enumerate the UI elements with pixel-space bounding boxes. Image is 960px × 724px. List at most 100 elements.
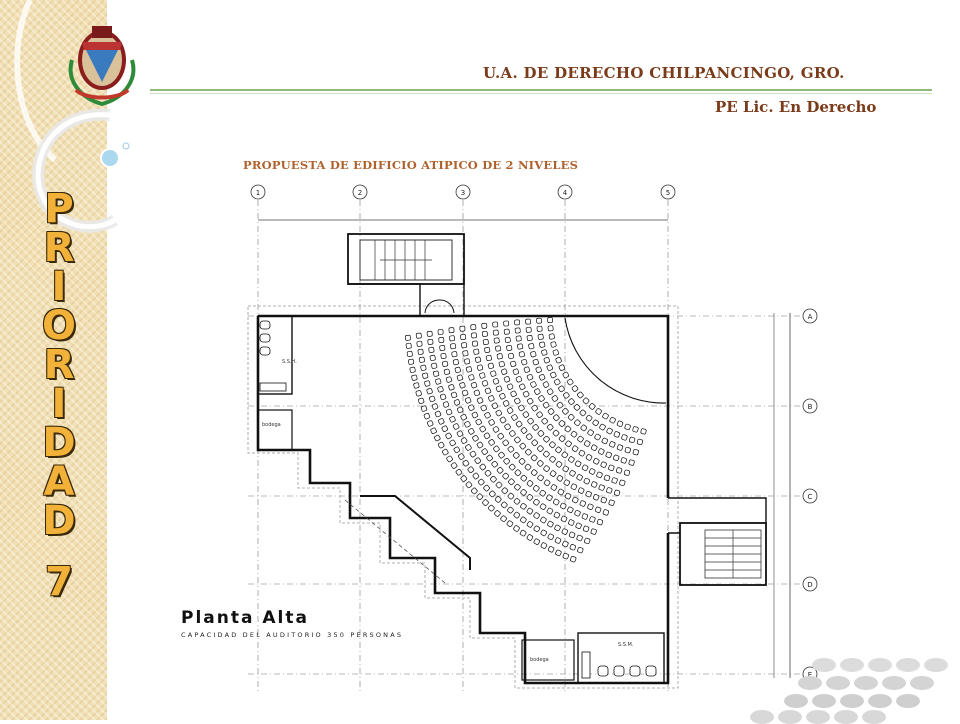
auditorium-seat [558,364,566,371]
auditorium-seat [514,327,521,334]
auditorium-seat [536,411,543,418]
auditorium-seat [564,492,572,500]
auditorium-seat [427,338,434,345]
auditorium-seat [481,448,488,455]
auditorium-seat [570,556,577,563]
auditorium-seat [530,454,538,462]
auditorium-seat [420,364,427,371]
banner-letter: A [43,459,75,505]
auditorium-seat [538,395,545,402]
auditorium-seat [428,346,435,353]
auditorium-seat [552,498,560,506]
auditorium-seat [543,479,551,487]
auditorium-seat [499,416,507,424]
auditorium-seat [566,378,574,386]
auditorium-seat [537,445,544,452]
grid-column-label: 4 [563,189,568,197]
auditorium-seat [567,506,574,513]
auditorium-seat [474,457,482,464]
auditorium-seat [603,474,611,482]
auditorium-seat [609,441,616,448]
grid-row-label: C [808,493,813,501]
auditorium-seat [554,524,561,532]
auditorium-seat [558,435,566,442]
room-label: bodega [262,422,281,428]
auditorium-seat [581,513,589,520]
auditorium-seat [568,531,576,539]
auditorium-seat [518,404,525,412]
auditorium-seat [502,400,510,407]
auditorium-seat [620,457,627,464]
auditorium-seat [628,459,635,466]
auditorium-seat [547,317,553,323]
auditorium-seat [474,356,482,363]
auditorium-seat [519,383,526,390]
auditorium-seat [537,430,545,437]
auditorium-seat [483,484,490,492]
auditorium-seat [594,433,601,441]
auditorium-seat [511,414,518,421]
auditorium-seat [589,516,596,523]
auditorium-seat [562,465,569,473]
auditorium-seat [581,464,589,472]
auditorium-seat [596,518,604,526]
auditorium-seat [560,515,568,523]
auditorium-seat [507,445,515,453]
auditorium-seat [510,360,517,368]
auditorium-seat [525,448,532,456]
auditorium-seat [481,322,488,329]
auditorium-seat [556,401,564,409]
auditorium-seat [515,420,523,428]
auditorium-seat [450,462,458,469]
auditorium-seat [541,417,548,425]
auditorium-seat [593,458,600,465]
auditorium-seat [526,521,534,528]
auditorium-seat [576,474,583,481]
auditorium-seat [531,439,538,447]
auditorium-seat [534,388,541,395]
auditorium-seat [537,474,544,482]
auditorium-seat [547,325,554,332]
priority-banner: P R I O R I D A D 7 [34,189,84,605]
page-title: U.A. DE DERECHO CHILPANCINGO, GRO. [483,64,845,82]
auditorium-seat [464,397,472,404]
auditorium-seat [538,374,546,381]
auditorium-seat [522,390,530,398]
auditorium-seat [492,329,499,336]
auditorium-seat [592,419,599,427]
auditorium-seat [554,537,562,544]
decorative-dot [834,710,858,724]
auditorium-seat [483,432,491,440]
auditorium-seat [619,479,626,486]
auditorium-seat [550,484,558,491]
decorative-dot [812,658,836,672]
auditorium-seat [452,423,460,430]
auditorium-seat [450,391,458,399]
auditorium-seat [426,388,433,395]
auditorium-seat [570,483,578,491]
auditorium-seat [415,332,422,339]
auditorium-seat [476,397,484,404]
auditorium-seat [623,469,631,476]
auditorium-seat [426,330,433,337]
auditorium-seat [449,439,456,447]
auditorium-seat [580,424,588,432]
banner-letter: R [43,225,75,271]
auditorium-seat [587,429,594,436]
auditorium-seat [506,383,514,390]
auditorium-seat [552,349,559,356]
auditorium-seat [569,470,576,477]
auditorium-seat [540,542,548,549]
auditorium-seat [491,460,498,468]
auditorium-seat [507,352,515,360]
auditorium-seat [632,426,639,433]
auditorium-seat [472,340,478,347]
auditorium-seat [574,510,581,517]
auditorium-seat [549,441,556,448]
auditorium-seat [491,402,499,409]
auditorium-seat [433,370,440,377]
auditorium-seat [583,440,591,447]
auditorium-seat [552,429,560,437]
banner-letter: R [43,342,75,388]
